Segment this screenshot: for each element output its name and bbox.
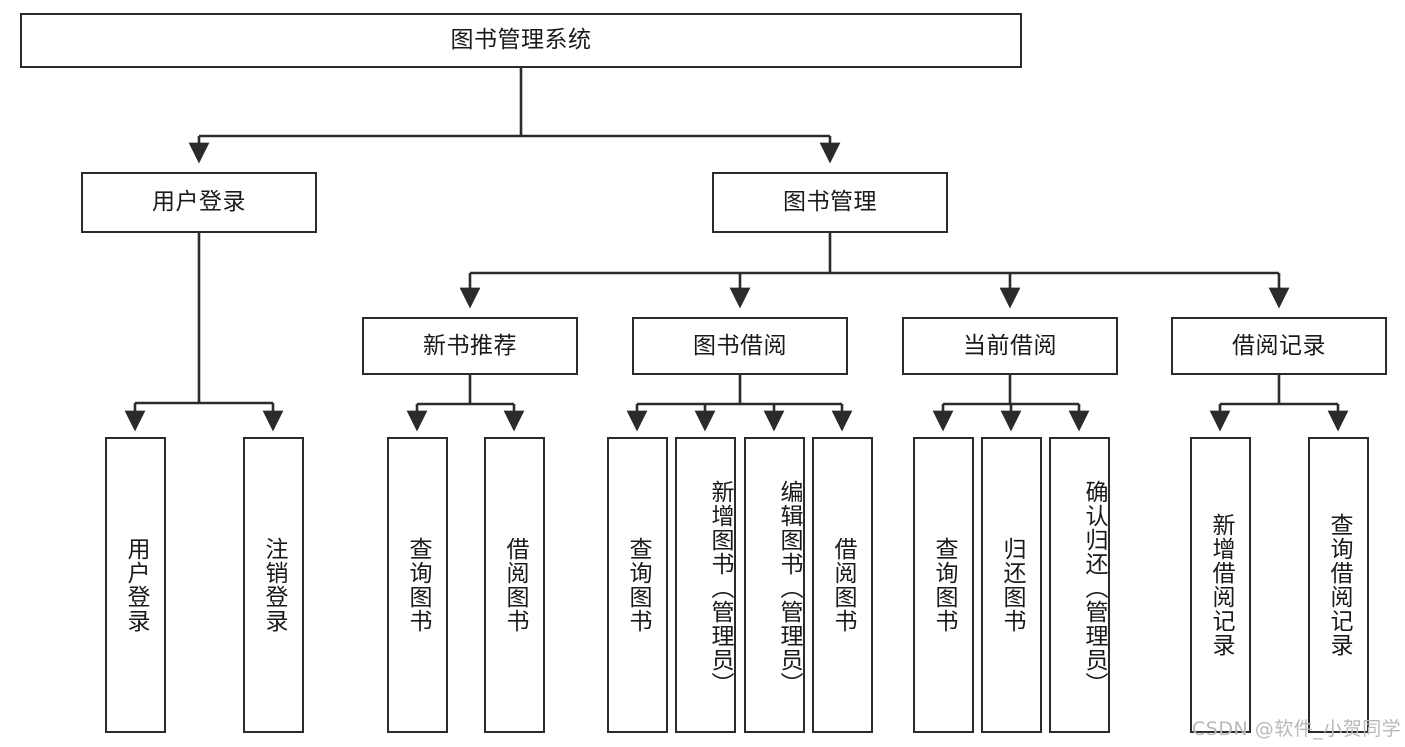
node-label: 确认归还（管理员） bbox=[1081, 480, 1107, 696]
node-label: 新增图书（管理员） bbox=[707, 480, 733, 696]
node-label: 借阅图书 bbox=[829, 537, 856, 633]
node-label: 当前借阅 bbox=[963, 332, 1057, 359]
node-label: 用户登录 bbox=[152, 189, 246, 216]
leaf-logout[interactable]: 注销登录 bbox=[243, 437, 304, 733]
node-label: 图书管理 bbox=[783, 189, 877, 216]
node-book-management[interactable]: 图书管理 bbox=[712, 172, 948, 233]
node-label: 图书借阅 bbox=[693, 332, 787, 359]
leaf-query-book-borrow[interactable]: 查询图书 bbox=[607, 437, 668, 733]
node-label: 查询图书 bbox=[404, 537, 431, 633]
watermark: CSDN @软件_小贺同学 bbox=[1192, 718, 1402, 740]
node-new-book-recommend[interactable]: 新书推荐 bbox=[362, 317, 578, 375]
leaf-add-borrow-record[interactable]: 新增借阅记录 bbox=[1190, 437, 1251, 733]
node-label: 新增借阅记录 bbox=[1207, 513, 1234, 657]
node-label: 新书推荐 bbox=[423, 332, 517, 359]
leaf-add-book-admin[interactable]: 新增图书（管理员） bbox=[675, 437, 736, 733]
node-label: 归还图书 bbox=[998, 537, 1025, 633]
leaf-query-book-recommend[interactable]: 查询图书 bbox=[387, 437, 448, 733]
node-label: 注销登录 bbox=[260, 537, 287, 633]
node-label: 查询借阅记录 bbox=[1325, 513, 1352, 657]
node-root-system[interactable]: 图书管理系统 bbox=[20, 13, 1022, 68]
leaf-confirm-return-admin[interactable]: 确认归还（管理员） bbox=[1049, 437, 1110, 733]
node-label: 借阅图书 bbox=[501, 537, 528, 633]
leaf-return-book[interactable]: 归还图书 bbox=[981, 437, 1042, 733]
node-borrow-records[interactable]: 借阅记录 bbox=[1171, 317, 1387, 375]
leaf-query-book-current[interactable]: 查询图书 bbox=[913, 437, 974, 733]
node-label: 查询图书 bbox=[624, 537, 651, 633]
leaf-edit-book-admin[interactable]: 编辑图书（管理员） bbox=[744, 437, 805, 733]
node-label: 图书管理系统 bbox=[450, 27, 592, 54]
node-user-login[interactable]: 用户登录 bbox=[81, 172, 317, 233]
leaf-user-login[interactable]: 用户登录 bbox=[105, 437, 166, 733]
node-label: 借阅记录 bbox=[1232, 332, 1326, 359]
node-label: 查询图书 bbox=[930, 537, 957, 633]
leaf-query-borrow-record[interactable]: 查询借阅记录 bbox=[1308, 437, 1369, 733]
leaf-borrow-book-recommend[interactable]: 借阅图书 bbox=[484, 437, 545, 733]
node-label: 用户登录 bbox=[122, 537, 149, 633]
leaf-borrow-book[interactable]: 借阅图书 bbox=[812, 437, 873, 733]
node-book-borrow[interactable]: 图书借阅 bbox=[632, 317, 848, 375]
node-current-borrow[interactable]: 当前借阅 bbox=[902, 317, 1118, 375]
node-label: 编辑图书（管理员） bbox=[776, 480, 802, 696]
